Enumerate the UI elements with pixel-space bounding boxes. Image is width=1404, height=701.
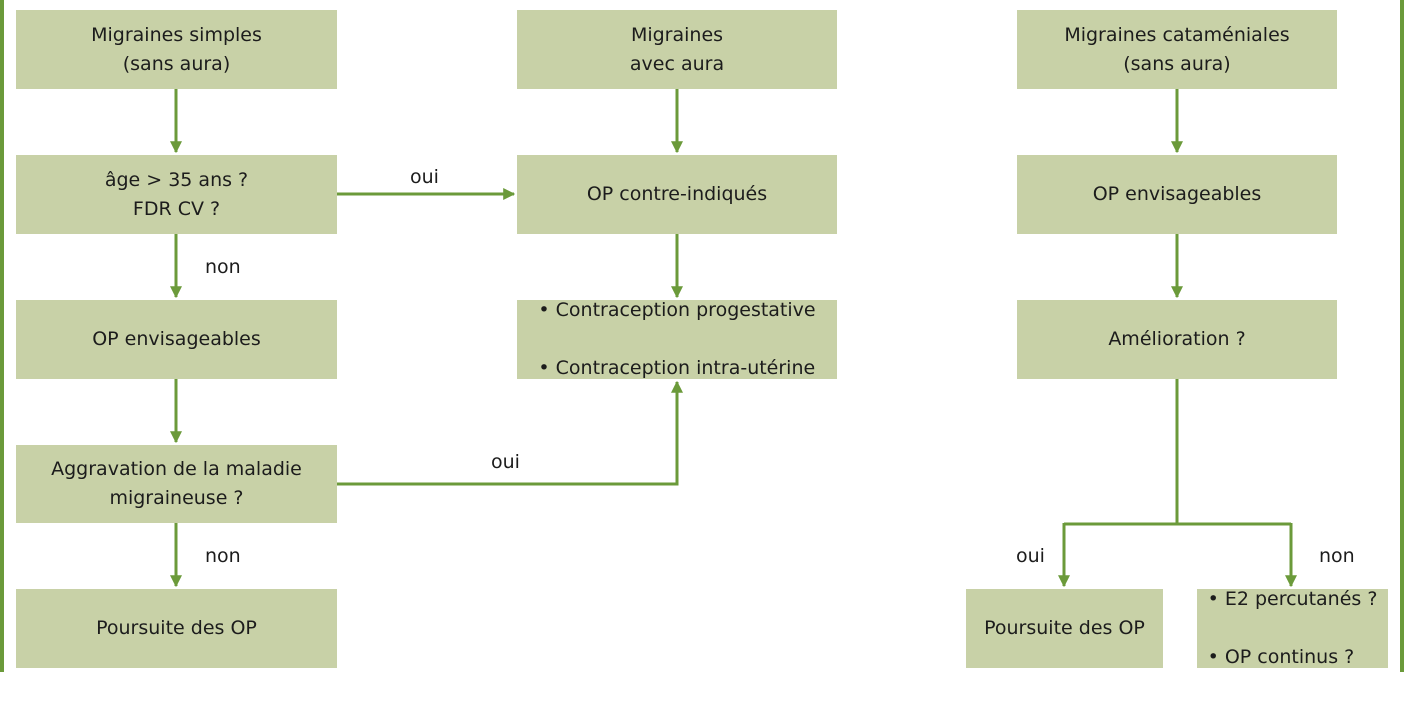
label-non-amelioration: non <box>1319 545 1355 567</box>
diagram-frame: Migraines simples (sans aura) âge > 35 a… <box>0 0 1404 672</box>
box-op-envisageables-left: OP envisageables <box>16 300 337 379</box>
box-migraines-simples: Migraines simples (sans aura) <box>16 10 337 89</box>
contraception-item: • Contraception intra-utérine <box>538 357 816 379</box>
box-migraines-catameniales: Migraines cataméniales (sans aura) <box>1017 10 1337 89</box>
label-oui-aggravation: oui <box>491 451 520 473</box>
label-oui-age: oui <box>410 166 439 188</box>
alternatives-list: • E2 percutanés ? • OP continus ? <box>1208 556 1378 701</box>
box-contraception: • Contraception progestative • Contracep… <box>517 299 837 379</box>
contraception-item: • Contraception progestative <box>538 299 816 321</box>
contraception-list: • Contraception progestative • Contracep… <box>538 267 815 412</box>
connector-layer <box>170 89 1297 588</box>
alternatives-item: • OP continus ? <box>1207 646 1355 668</box>
label-non-age: non <box>205 256 241 278</box>
box-aggravation: Aggravation de la maladie migraineuse ? <box>16 445 337 523</box>
frame-border-left <box>0 0 4 672</box>
arrow-aggravation-to-contraception <box>337 380 683 486</box>
box-age-fdr: âge > 35 ans ? FDR CV ? <box>16 155 337 234</box>
box-op-contre-indiques: OP contre-indiqués <box>517 155 837 234</box>
box-op-envisageables-right: OP envisageables <box>1017 155 1337 234</box>
frame-border-right <box>1400 0 1404 672</box>
label-oui-amelioration: oui <box>1016 545 1045 567</box>
alternatives-item: • E2 percutanés ? <box>1207 588 1378 610</box>
label-non-aggravation: non <box>205 545 241 567</box>
box-poursuite-left: Poursuite des OP <box>16 589 337 668</box>
box-poursuite-right: Poursuite des OP <box>966 589 1163 668</box>
box-amelioration: Amélioration ? <box>1017 300 1337 379</box>
box-migraines-avec-aura: Migraines avec aura <box>517 10 837 89</box>
box-alternatives: • E2 percutanés ? • OP continus ? <box>1197 588 1388 668</box>
